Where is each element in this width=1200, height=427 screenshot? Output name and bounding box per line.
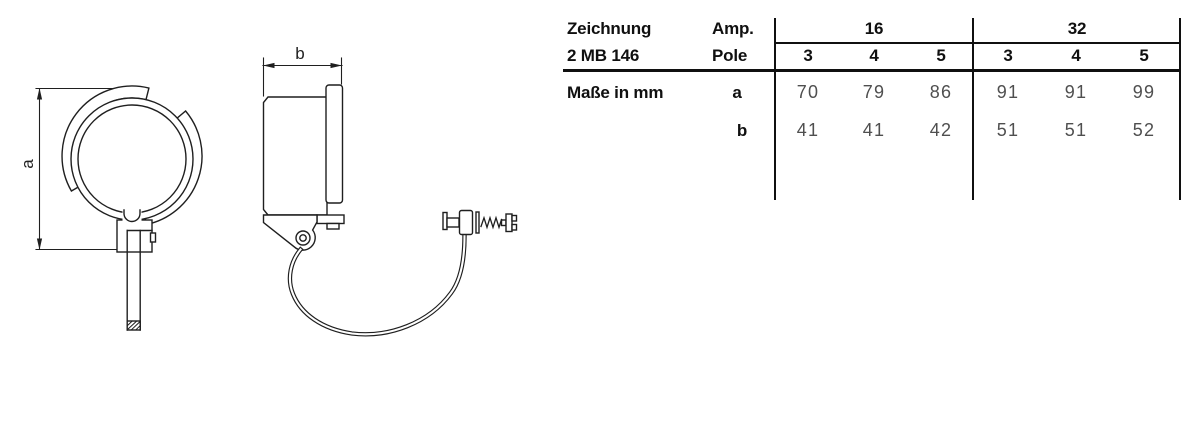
hinge-pin-inner: [299, 234, 307, 242]
row-label-a: a: [732, 83, 742, 102]
screw-head: [505, 213, 513, 233]
cord-sleeve: [458, 209, 474, 236]
table-title-line2: 2 MB 146: [567, 46, 640, 65]
spring-coil: [480, 215, 503, 230]
dim-value-cell: 51: [1064, 120, 1088, 140]
dim-value-cell: 79: [862, 82, 886, 102]
pole-col-header: 5: [1139, 46, 1149, 65]
dim-value-cell: 41: [796, 120, 820, 140]
bottom-notch: [123, 209, 141, 223]
table-title-line1: Zeichnung: [567, 19, 652, 38]
dim-value-cell: 42: [929, 120, 953, 140]
table-hline-under-pole: [563, 69, 1181, 72]
dim-b-arrow-left: [263, 62, 275, 69]
pole-col-header: 3: [1003, 46, 1013, 65]
table-vline-middle: [972, 18, 974, 200]
row-label-b: b: [736, 121, 748, 140]
dim-a-arrow-up: [36, 88, 43, 100]
stem-hatch: [126, 320, 141, 331]
front-view: a: [18, 85, 203, 331]
table-vline-right: [1179, 18, 1181, 200]
dim-value-cell: 86: [929, 82, 953, 102]
dim-a-arrow-down: [36, 238, 43, 250]
dim-value-cell: 41: [862, 120, 886, 140]
pole-label: Pole: [712, 46, 748, 65]
pole-col-header: 4: [869, 46, 879, 65]
dim-value-cell: 91: [1064, 82, 1088, 102]
table-hline-under-amp: [775, 42, 1181, 44]
dim-value-cell: 91: [996, 82, 1020, 102]
cord-core: [288, 234, 466, 336]
flange-strip: [325, 84, 344, 204]
screw-head-lug-bottom: [511, 223, 518, 231]
dim-b-arrow-right: [330, 62, 342, 69]
dim-value-cell: 52: [1132, 120, 1156, 140]
amp-group-16: 16: [864, 19, 884, 38]
lanyard-assembly: [287, 209, 518, 337]
amp-label: Amp.: [712, 19, 754, 38]
pole-col-header: 5: [936, 46, 946, 65]
dim-b-label: b: [295, 44, 304, 63]
bottom-tab: [326, 222, 340, 230]
pole-col-header: 3: [803, 46, 813, 65]
technical-drawing: a b: [18, 44, 518, 337]
pole-col-header: 4: [1071, 46, 1081, 65]
screw-head-lug-top: [511, 214, 518, 222]
dim-value-cell: 99: [1132, 82, 1156, 102]
mount-block-nub: [149, 232, 157, 243]
side-view: b: [262, 44, 345, 251]
unit-label: Maße in mm: [567, 83, 664, 102]
dim-a-label: a: [18, 159, 37, 169]
table-vline-left: [774, 18, 776, 200]
dim-value-cell: 70: [796, 82, 820, 102]
amp-group-32: 32: [1067, 19, 1087, 38]
dim-value-cell: 51: [996, 120, 1020, 140]
washer-bar: [475, 211, 480, 234]
